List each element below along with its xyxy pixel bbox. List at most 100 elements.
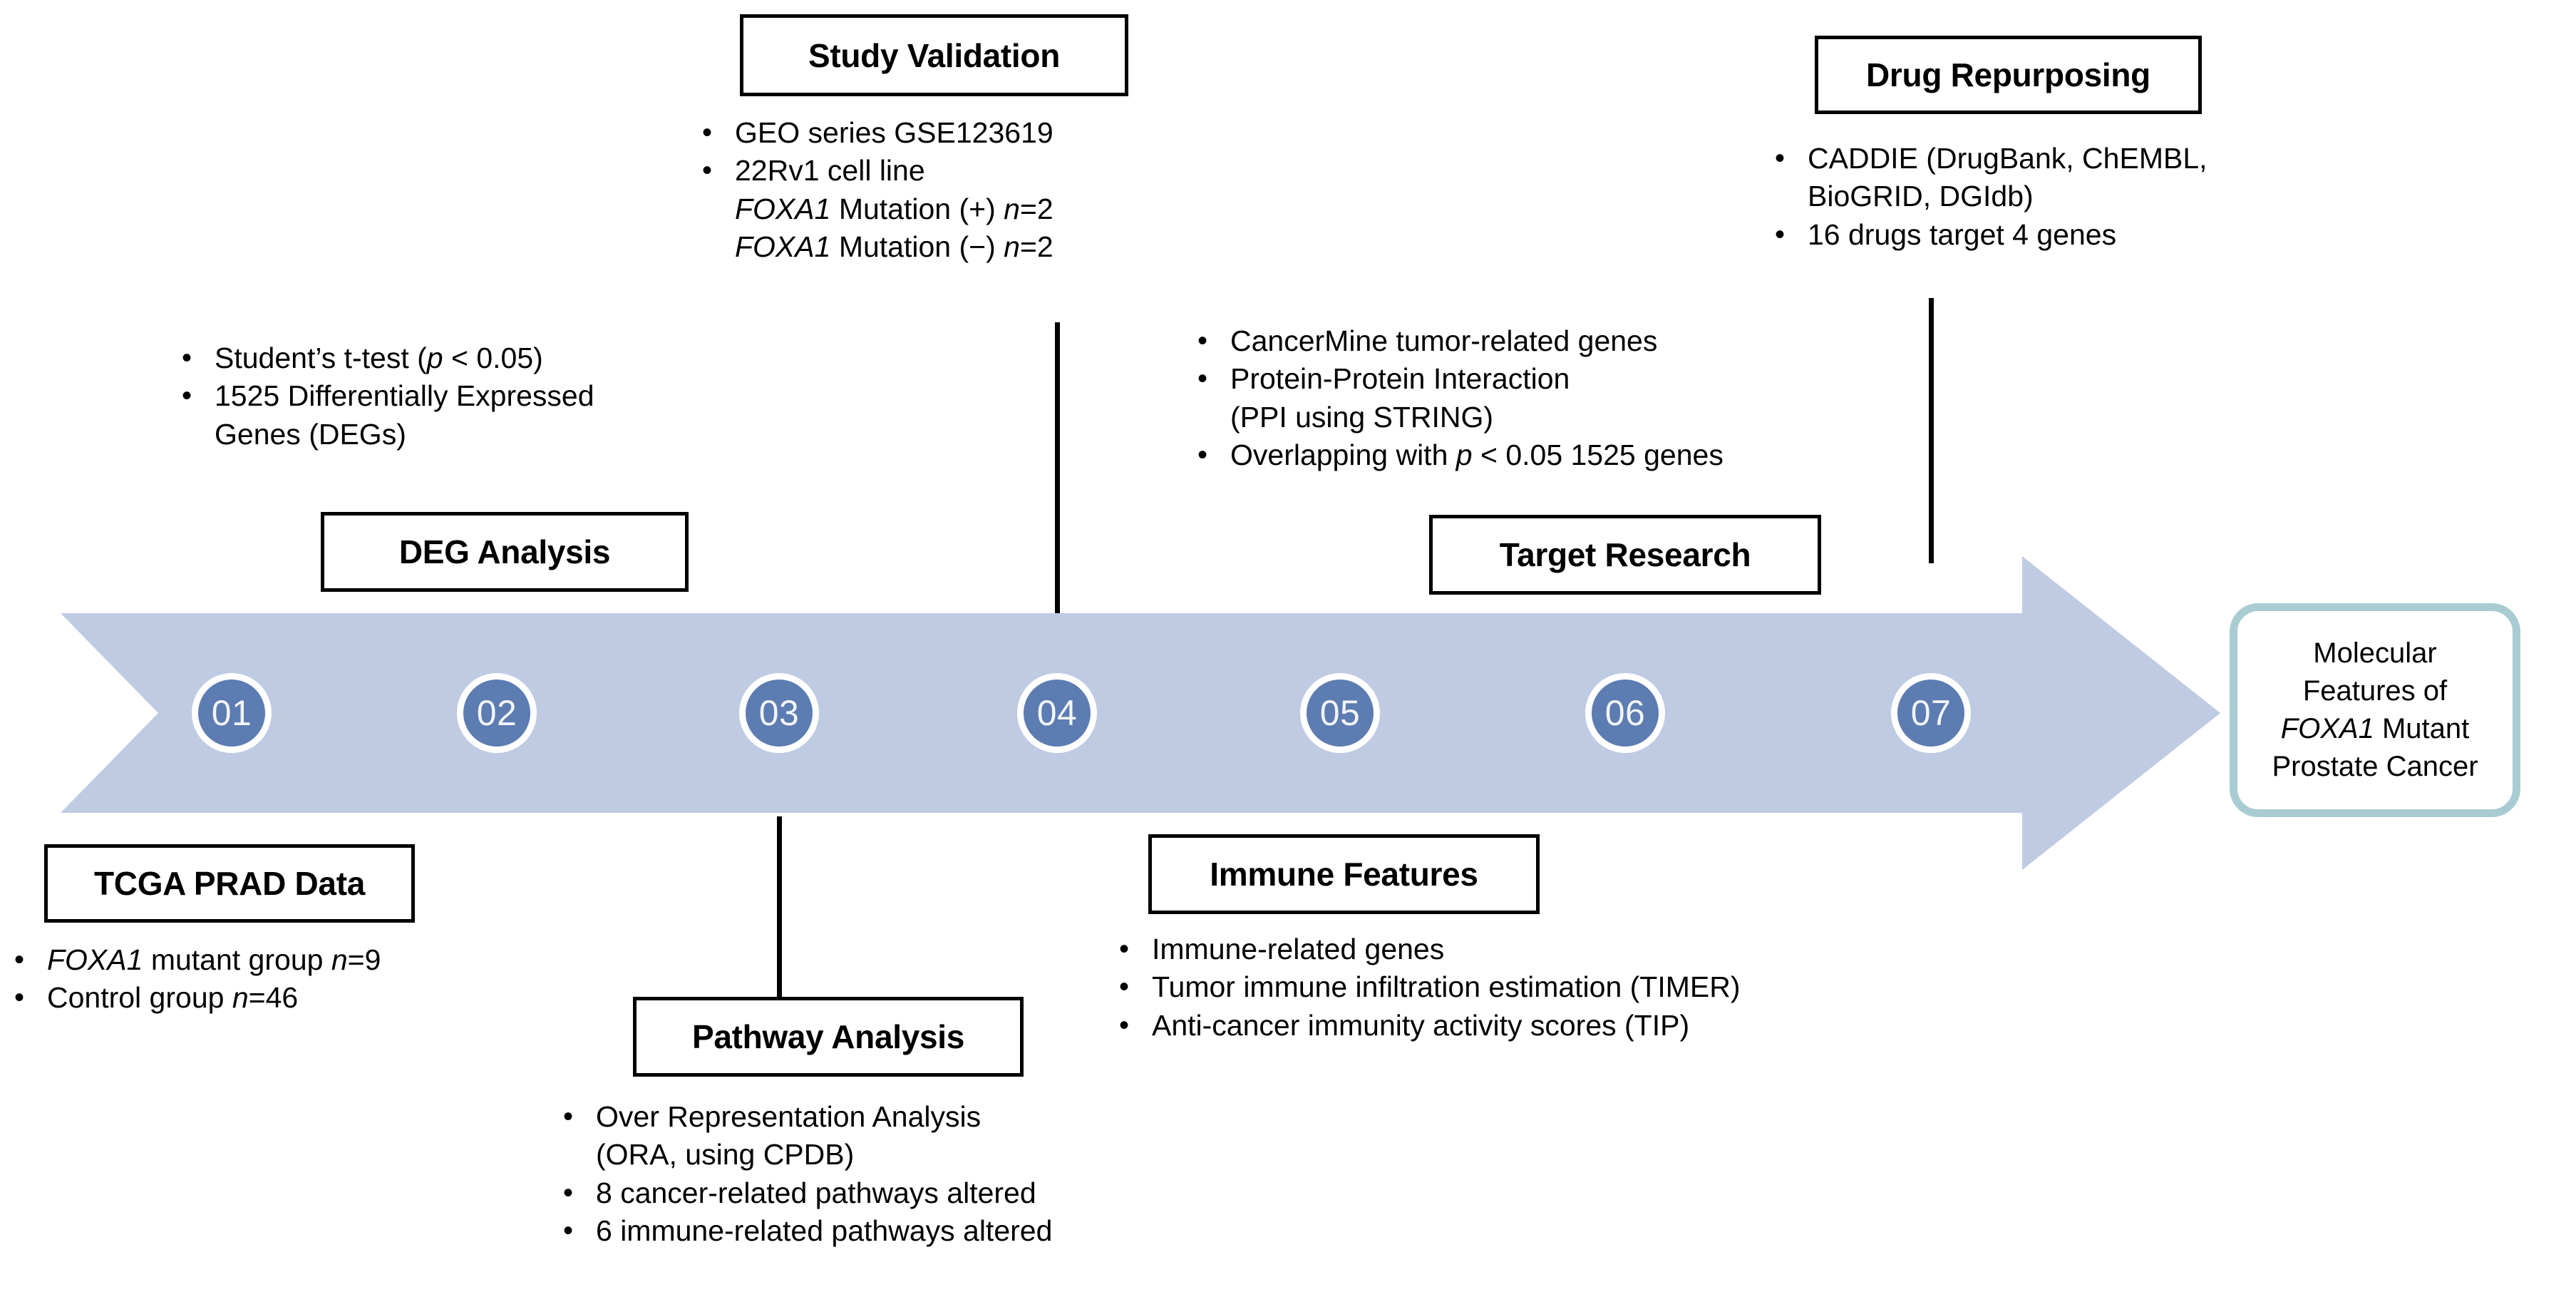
n-value: =2 [1019,192,1053,225]
list-item-line2: (PPI using STRING) [1230,400,1494,434]
list-item-rest: Control group [47,981,232,1015]
n-symbol: n [1004,192,1020,225]
outcome-line1: Molecular [2313,637,2437,670]
deg-analysis-label: DEG Analysis [398,533,611,570]
ttest-post: < 0.05) [443,342,543,374]
step-number-02: 02 [476,693,517,733]
list-item: • Tumor immune infiltration estimation (… [1119,968,1974,1006]
n-symbol: n [1004,230,1020,263]
bullet-icon: • [182,380,192,412]
list-item-line1: Protein-Protein Interaction [1230,362,1570,396]
bullet-icon: • [563,1176,574,1209]
timeline-arrow [61,556,2220,870]
step-number-04: 04 [1036,693,1078,733]
n-value: =2 [1019,230,1053,263]
list-item: • CADDIE (DrugBank, ChEMBL, BioGRID, DGI… [1775,140,2416,216]
bullet-icon: • [1119,1009,1130,1041]
gene-name: FOXA1 [47,943,143,976]
step-circle-05: 05 [1300,673,1380,753]
title-box-immune-features: Immune Features [1148,834,1540,914]
list-item-text: 22Rv1 cell line [735,154,925,188]
list-item-line2: (ORA, using CPDB) [596,1138,855,1171]
study-validation-label: Study Validation [808,36,1061,74]
bullet-list-target-research: • CancerMine tumor-related genes • Prote… [1197,322,1910,474]
outcome-line4: Prostate Cancer [2272,750,2478,782]
connector-drug-repurposing [1929,298,1934,563]
bullet-icon: • [1197,325,1208,357]
immune-features-label: Immune Features [1210,856,1478,893]
list-item: • Control group n=46 [14,979,584,1017]
sub-line-rest: Mutation (−) [830,230,1004,263]
list-item: • GEO series GSE123619 [702,114,1244,152]
step-circle-03: 03 [739,673,819,753]
step-number-06: 06 [1604,693,1646,733]
bullet-icon: • [182,342,192,374]
title-box-target-research: Target Research [1429,515,1821,595]
list-item: • 16 drugs target 4 genes [1775,216,2416,254]
ttest-pre: Student’s t-test ( [215,342,427,374]
n-value: =46 [248,981,299,1015]
list-item: • Overlapping with p < 0.05 1525 genes [1197,436,1910,474]
list-item-text: Protein-Protein Interaction (PPI using S… [1230,360,1910,436]
title-box-deg-analysis: DEG Analysis [321,512,689,592]
bullet-icon: • [14,944,25,975]
bullet-icon: • [702,117,713,148]
outcome-box: Molecular Features of FOXA1 Mutant Prost… [2230,603,2520,817]
gene-name: FOXA1 [2280,713,2374,744]
sub-line-mutation-positive: FOXA1 Mutation (+) n=2 [735,190,1244,228]
list-item-line2: BioGRID, DGIdb) [1808,180,2034,213]
list-item: • 6 immune-related pathways altered [563,1212,1276,1250]
p-symbol: p [426,342,443,374]
list-item-text: 1525 Differentially Expressed Genes (DEG… [215,377,752,453]
list-item: • FOXA1 mutant group n=9 [14,941,584,979]
gene-name: FOXA1 [735,230,831,263]
list-item-line1: 1525 Differentially Expressed [215,379,594,413]
list-item-text: Immune-related genes [1152,933,1445,965]
list-item: • Anti-cancer immunity activity scores (… [1119,1007,1974,1045]
pathway-analysis-label: Pathway Analysis [691,1018,965,1055]
list-item-text: Overlapping with p < 0.05 1525 genes [1230,436,1910,474]
list-item-text: CADDIE (DrugBank, ChEMBL, BioGRID, DGIdb… [1808,140,2416,216]
step-circle-01: 01 [192,673,272,753]
list-item-line1: Over Representation Analysis [596,1100,982,1133]
bullet-icon: • [563,1101,574,1132]
list-item: • Immune-related genes [1119,930,1974,968]
list-item-text: FOXA1 mutant group n=9 [47,941,584,979]
bullet-icon: • [1775,218,1786,250]
bullet-list-immune-features: • Immune-related genes • Tumor immune in… [1119,930,1974,1045]
list-item-text: Anti-cancer immunity activity scores (TI… [1152,1008,1690,1042]
title-box-tcga-prad: TCGA PRAD Data [44,844,415,923]
step-circle-02: 02 [457,673,537,753]
bullet-list-tcga-prad: • FOXA1 mutant group n=9 • Control group… [14,941,584,1017]
list-item: • 8 cancer-related pathways altered [563,1174,1276,1212]
list-item-text: Tumor immune infiltration estimation (TI… [1152,970,1741,1004]
overlap-pre: Overlapping with [1230,438,1456,471]
list-item-rest: mutant group [143,943,331,976]
list-item-text: CancerMine tumor-related genes [1230,324,1658,357]
list-item: • Over Representation Analysis (ORA, usi… [563,1098,1276,1174]
bullet-icon: • [1119,971,1130,1003]
bullet-icon: • [14,982,25,1014]
tcga-prad-label: TCGA PRAD Data [93,865,366,902]
overlap-post: < 0.05 1525 genes [1472,438,1724,471]
step-circle-06: 06 [1585,673,1665,753]
step-number-05: 05 [1319,693,1361,733]
list-item: • 22Rv1 cell line [702,152,1244,190]
title-box-drug-repurposing: Drug Repurposing [1815,36,2202,114]
list-item-text: 6 immune-related pathways altered [596,1214,1053,1247]
n-symbol: n [331,943,348,976]
p-symbol: p [1456,438,1473,471]
list-item-text: Control group n=46 [47,979,584,1017]
outcome-line3-rest: Mutant [2374,713,2470,744]
bullet-icon: • [1119,933,1130,965]
list-item-text: Student’s t-test (p < 0.05) [215,339,752,377]
bullet-icon: • [563,1214,574,1246]
list-item-text: 16 drugs target 4 genes [1808,217,2117,251]
outcome-text: Molecular Features of FOXA1 Mutant Prost… [2272,635,2478,785]
list-item: • Protein-Protein Interaction (PPI using… [1197,360,1910,436]
sub-line-mutation-negative: FOXA1 Mutation (−) n=2 [735,228,1244,266]
step-number-03: 03 [758,693,800,733]
list-item: • CancerMine tumor-related genes [1197,322,1910,360]
title-box-pathway-analysis: Pathway Analysis [633,997,1024,1077]
